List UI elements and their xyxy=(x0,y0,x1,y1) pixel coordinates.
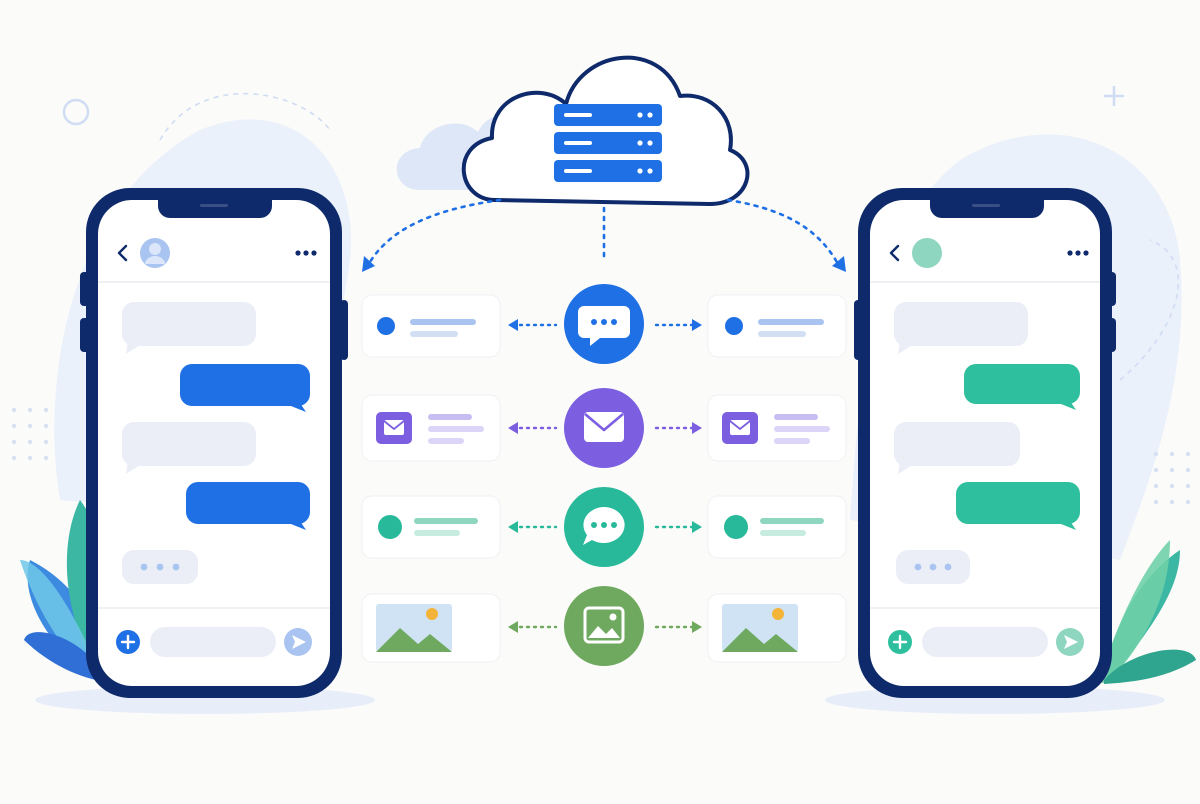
back-chevron-icon[interactable] xyxy=(117,244,128,262)
channel-row-media xyxy=(361,586,847,666)
outgoing-bubble xyxy=(956,482,1080,524)
image-icon xyxy=(583,606,625,644)
plus-icon xyxy=(892,634,908,650)
plus-icon xyxy=(120,634,136,650)
channel-row-sms xyxy=(361,487,847,567)
dot-grid-left xyxy=(11,407,49,461)
channel-row-email xyxy=(361,388,847,468)
cloud-connectors xyxy=(368,198,840,266)
phone-left xyxy=(80,188,348,698)
cloud-connector-arrowheads xyxy=(362,256,846,272)
outgoing-bubble xyxy=(964,364,1080,404)
ring-decor-icon xyxy=(62,98,90,126)
incoming-bubble xyxy=(122,302,256,346)
incoming-bubble xyxy=(122,422,256,466)
server-rack-icon xyxy=(554,104,662,182)
speech-bubble-icon xyxy=(583,507,625,545)
more-options-icon[interactable] xyxy=(1067,250,1089,256)
message-input[interactable] xyxy=(922,627,1048,657)
incoming-bubble xyxy=(894,422,1020,466)
plant-right-icon xyxy=(1100,540,1196,684)
incoming-bubble xyxy=(894,302,1028,346)
envelope-icon xyxy=(584,412,624,442)
message-input[interactable] xyxy=(150,627,276,657)
dot-grid-right xyxy=(1153,451,1191,505)
phone-notch xyxy=(158,200,272,218)
outgoing-bubble xyxy=(186,482,310,524)
message-list xyxy=(122,302,310,584)
cloud-icon xyxy=(461,55,750,206)
more-options-icon[interactable] xyxy=(295,250,317,256)
phone-notch xyxy=(930,200,1044,218)
message-list xyxy=(894,302,1080,584)
send-icon xyxy=(1064,635,1078,649)
cloud-server xyxy=(396,55,750,206)
channel-rows xyxy=(361,284,847,666)
chat-dots-icon xyxy=(578,306,630,346)
phone-right xyxy=(854,188,1116,698)
send-icon xyxy=(292,635,306,649)
avatar[interactable] xyxy=(912,238,942,268)
outgoing-bubble xyxy=(180,364,310,406)
channel-row-chat xyxy=(361,284,847,364)
plus-decor-icon xyxy=(1104,86,1124,106)
back-chevron-icon[interactable] xyxy=(889,244,900,262)
